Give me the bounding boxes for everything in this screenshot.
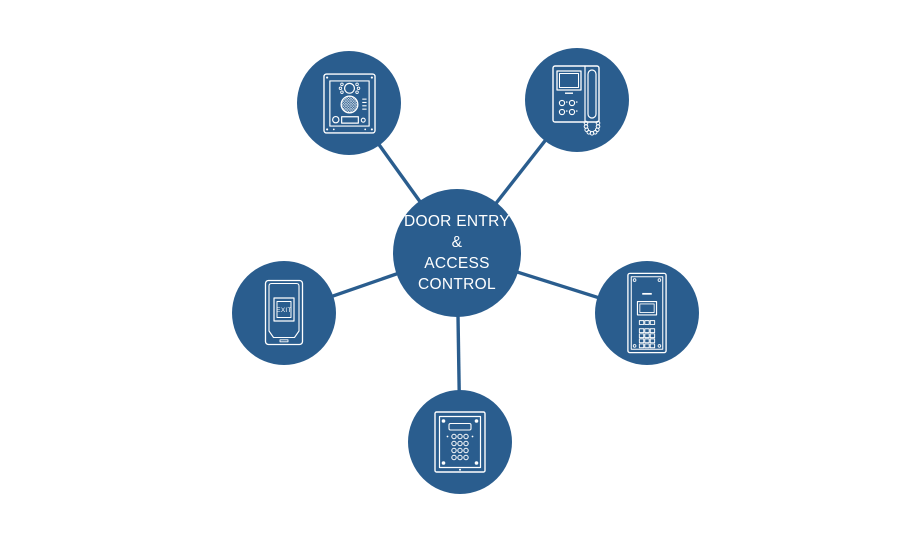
exit-button-icon: EXIT bbox=[264, 279, 304, 346]
node-access-control-keypad bbox=[408, 390, 512, 494]
hub-label-line-4: CONTROL bbox=[418, 276, 496, 293]
audio-entry-keypad-panel-icon bbox=[627, 272, 667, 354]
exit-button-label: EXIT bbox=[276, 307, 291, 314]
node-video-door-entry-panel bbox=[297, 51, 401, 155]
access-control-keypad-icon bbox=[434, 411, 486, 473]
node-exit-button: EXIT bbox=[232, 261, 336, 365]
video-door-entry-panel-icon bbox=[322, 72, 376, 134]
node-indoor-video-monitor bbox=[525, 48, 629, 152]
hub-label-line-1: DOOR ENTRY bbox=[403, 213, 511, 230]
hub-label-line-3: ACCESS bbox=[424, 255, 490, 272]
hub-label-line-2: & bbox=[451, 234, 463, 251]
hub-label: DOOR ENTRY & ACCESS CONTROL bbox=[393, 211, 521, 295]
video-monitor-handset-icon bbox=[552, 65, 601, 136]
hub-node-door-entry-access-control: DOOR ENTRY & ACCESS CONTROL bbox=[393, 189, 521, 317]
node-audio-entry-keypad-panel bbox=[595, 261, 699, 365]
